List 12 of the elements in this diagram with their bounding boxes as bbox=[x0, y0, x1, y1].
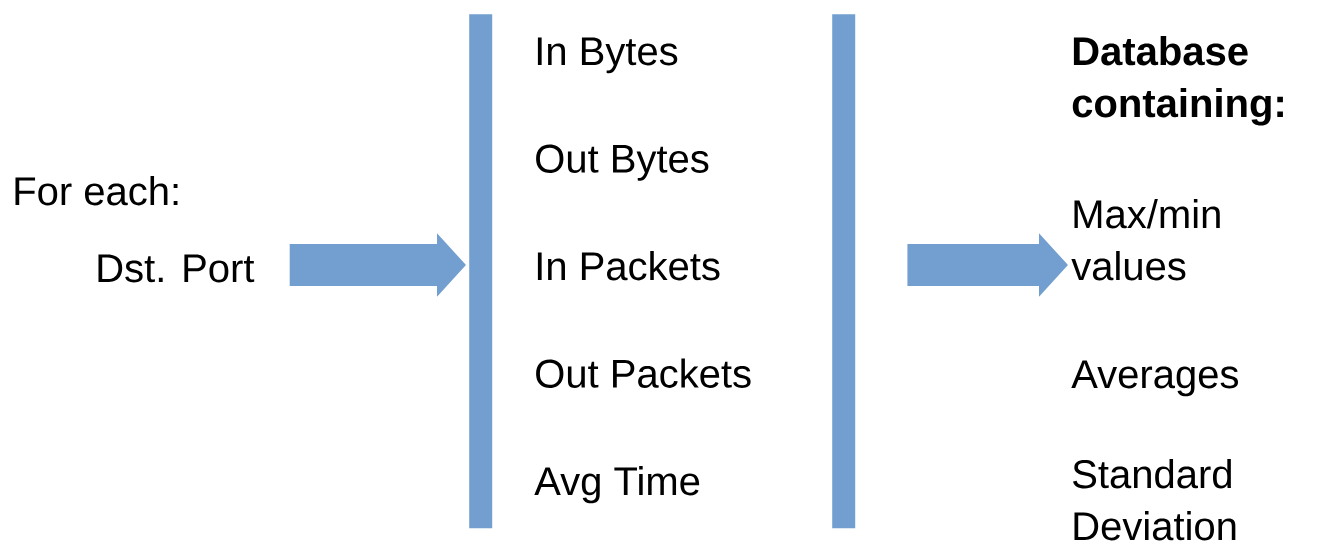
list-item: Max/min values bbox=[1071, 199, 1220, 281]
list-item: Avg Time bbox=[534, 466, 700, 504]
list-item: In Packets bbox=[537, 251, 720, 281]
list-item: Out Bytes bbox=[536, 144, 709, 181]
heading-text: Database containing: bbox=[1072, 36, 1283, 126]
list-item: In Bytes bbox=[537, 37, 678, 74]
list-item: Out Packets bbox=[536, 358, 751, 388]
list-item: Averages bbox=[1071, 360, 1238, 397]
list-item: Standard Deviation bbox=[1073, 459, 1236, 541]
vertical-bar bbox=[469, 14, 493, 529]
label-text: For each: Dst. Port bbox=[15, 176, 255, 283]
vertical-bar bbox=[832, 14, 856, 529]
